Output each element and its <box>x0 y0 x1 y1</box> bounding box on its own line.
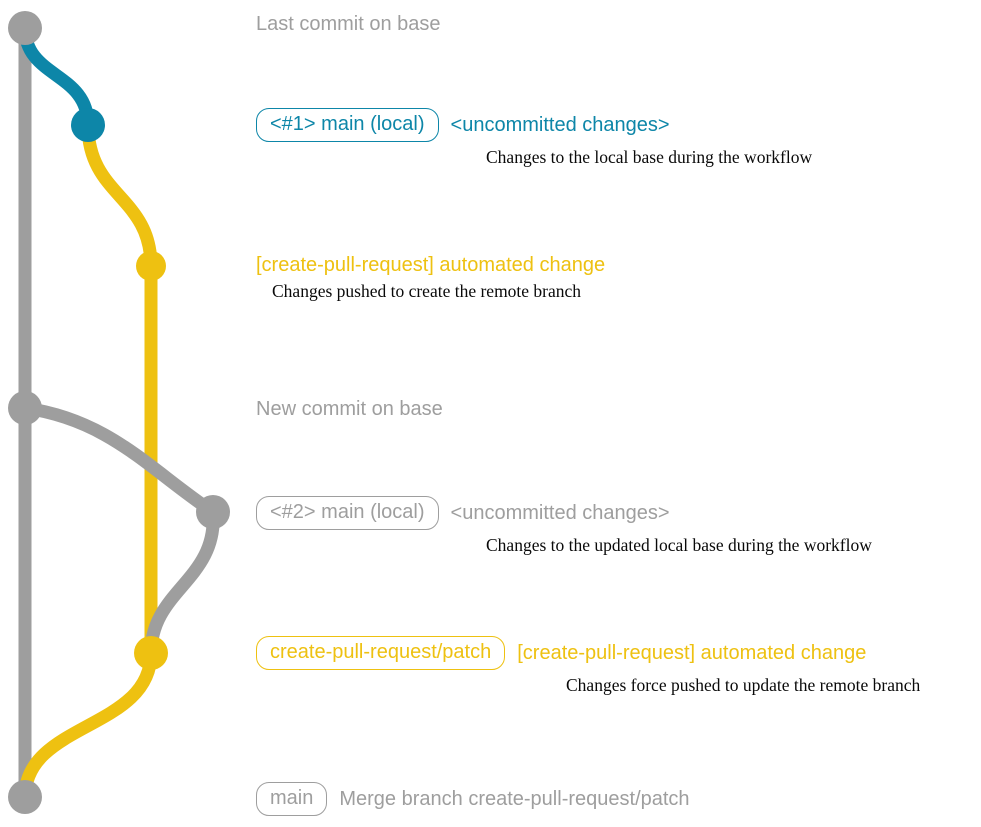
commit-subject: <uncommitted changes> <box>450 502 670 524</box>
commit-row-local-1: <#1> main (local) <uncommitted changes> … <box>256 108 812 167</box>
edge-remote-2-to-merge <box>18 646 158 804</box>
commit-row-remote-2: create-pull-request/patch [create-pull-r… <box>256 636 920 695</box>
commit-row-header: [create-pull-request] automated change <box>256 254 605 276</box>
commit-row-new-commit-on-base: New commit on base <box>256 398 443 420</box>
commit-node-local-2[interactable] <box>196 495 230 529</box>
edge-local-2-to-remote-2 <box>144 505 220 660</box>
ref-badge-local-2[interactable]: <#2> main (local) <box>256 496 439 530</box>
commit-row-header: Last commit on base <box>256 13 441 35</box>
commit-row-remote-1: [create-pull-request] automated change C… <box>256 254 605 301</box>
commit-node-base-3[interactable] <box>8 780 42 814</box>
commit-note: Changes to the updated local base during… <box>486 535 872 555</box>
ref-badge-local-1[interactable]: <#1> main (local) <box>256 108 439 142</box>
commit-row-header: <#2> main (local) <uncommitted changes> <box>256 496 670 530</box>
ref-badge-main[interactable]: main <box>256 782 328 816</box>
commit-row-header: New commit on base <box>256 398 443 420</box>
commit-node-remote-1[interactable] <box>136 251 166 281</box>
commit-node-base-2[interactable] <box>8 391 42 425</box>
ref-badge-create-pull-request-patch[interactable]: create-pull-request/patch <box>256 636 506 670</box>
edge-base-2-to-local-2 <box>18 401 220 519</box>
commit-subject: [create-pull-request] automated change <box>256 254 606 276</box>
edge-local-1-to-remote-1 <box>81 118 158 273</box>
commit-node-local-1[interactable] <box>71 108 105 142</box>
commit-row-header: create-pull-request/patch [create-pull-r… <box>256 636 866 670</box>
commit-node-base-1[interactable] <box>8 11 42 45</box>
commit-note: Changes force pushed to update the remot… <box>566 675 921 695</box>
commit-row-header: <#1> main (local) <uncommitted changes> <box>256 108 670 142</box>
commit-subject: Merge branch create-pull-request/patch <box>339 788 690 810</box>
commit-note: Changes to the local base during the wor… <box>486 147 813 167</box>
commit-subject: <uncommitted changes> <box>450 114 670 136</box>
commit-row-header: main Merge branch create-pull-request/pa… <box>256 782 690 816</box>
commit-row-last-commit-on-base: Last commit on base <box>256 13 441 35</box>
commit-row-local-2: <#2> main (local) <uncommitted changes> … <box>256 496 872 555</box>
commit-row-merge: main Merge branch create-pull-request/pa… <box>256 782 690 816</box>
commit-subject: [create-pull-request] automated change <box>517 642 867 664</box>
commit-note: Changes pushed to create the remote bran… <box>272 281 582 301</box>
commit-subject: New commit on base <box>256 398 443 420</box>
commit-subject: Last commit on base <box>256 13 441 35</box>
commit-node-remote-2[interactable] <box>134 636 168 670</box>
